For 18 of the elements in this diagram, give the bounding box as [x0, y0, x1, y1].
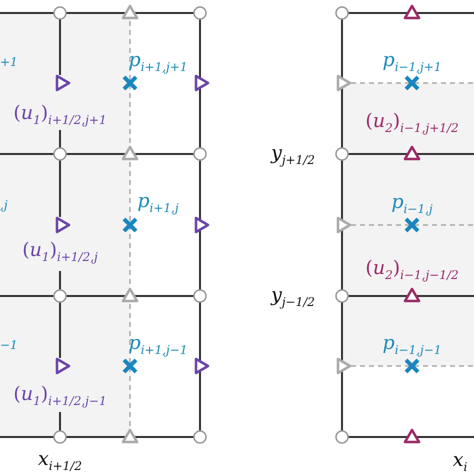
axis-label: y$_{j−1/2}$: [271, 286, 315, 308]
subscript-fragment: +1: [0, 56, 18, 68]
velocity-label: (u$_{1}$)$_{i+1/2,j−1}$: [13, 385, 107, 407]
velocity-label: (u$_{1}$)$_{i+1/2,j+1}$: [13, 104, 107, 126]
subscript-fragment: −1: [0, 339, 18, 351]
subscript-fragment: ,j: [0, 199, 8, 211]
axis-label: x$_{i+1/2}$: [38, 450, 82, 472]
velocity-label: (u$_{2}$)$_{i−1,j+1/2}$: [365, 112, 459, 134]
axis-label: x$_{i}$: [452, 451, 468, 473]
pressure-label: p$_{i+1,j+1}$: [128, 51, 188, 73]
pressure-label: p$_{i−1,j−1}$: [382, 334, 442, 356]
axis-label: y$_{j+1/2}$: [271, 144, 315, 166]
velocity-label: (u$_{2}$)$_{i−1,j−1/2}$: [365, 259, 459, 281]
pressure-label: p$_{i+1,j−1}$: [128, 334, 188, 356]
pressure-label: p$_{i−1,j+1}$: [382, 51, 442, 73]
pressure-label: p$_{i+1,j}$: [137, 192, 179, 214]
velocity-label: (u$_{1}$)$_{i+1/2,j}$: [22, 241, 98, 263]
pressure-label: p$_{i−1,j}$: [391, 193, 433, 215]
